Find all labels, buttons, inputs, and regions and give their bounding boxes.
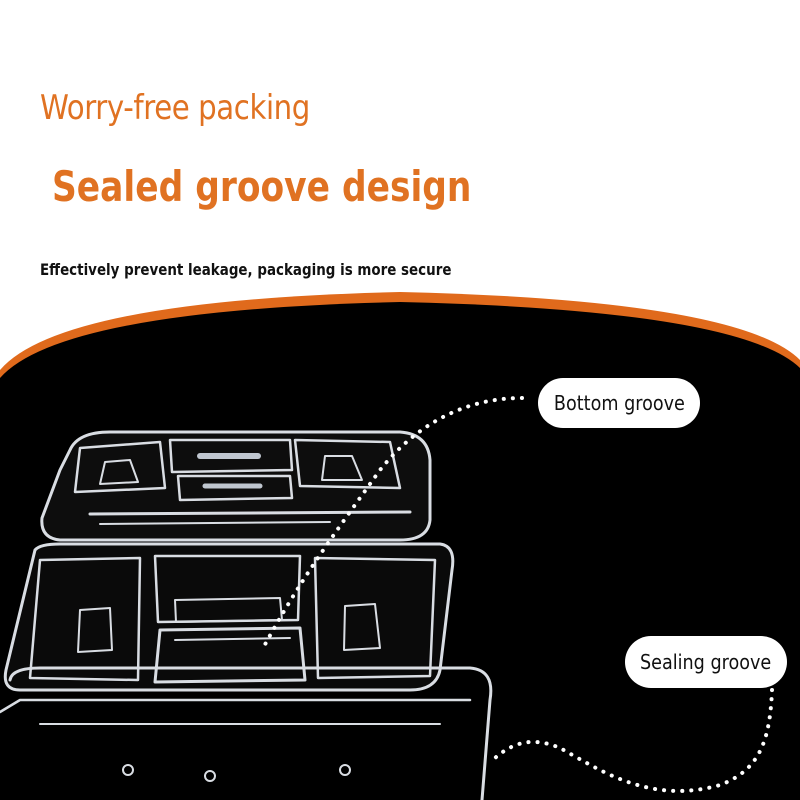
eyebrow-title: Worry-free packing — [40, 88, 310, 128]
container-lid — [40, 430, 432, 542]
clear-plastic-food-container-icon — [0, 430, 493, 800]
bottom-groove-callout-line — [260, 396, 524, 652]
page-subtext: Effectively prevent leakage, packaging i… — [40, 260, 452, 279]
bottom-groove-label: Bottom groove — [538, 378, 700, 428]
bottom-groove-text: Bottom groove — [553, 391, 685, 415]
sealing-groove-callout-line — [493, 688, 774, 793]
page-headline: Sealed groove design — [52, 162, 472, 211]
container-tray — [0, 666, 493, 800]
sealing-groove-label: Sealing groove — [625, 636, 787, 688]
sealing-groove-text: Sealing groove — [640, 650, 772, 674]
container-base — [3, 542, 455, 692]
